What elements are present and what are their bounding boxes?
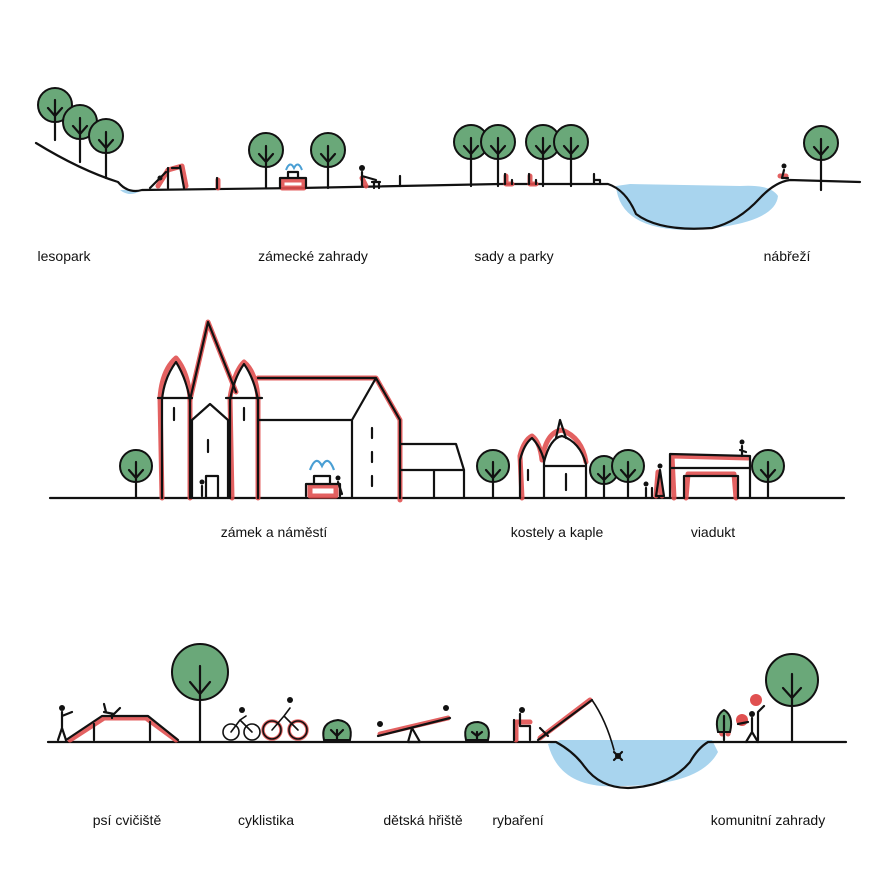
label-detska-hriste: dětská hřiště [383,812,463,828]
dog-training-icon [56,702,180,743]
label-kostely-a-kaple: kostely a kaple [510,524,604,540]
viaduct-icon [668,439,752,501]
tree [765,653,819,744]
castle-icon [156,319,466,503]
tree [62,104,98,164]
tree [88,118,124,180]
fishing-pond-water [548,740,718,787]
label-zamek-a-namesti: zámek a náměstí [220,524,328,540]
label-lesopark: lesopark [37,248,91,264]
row-3-landscape [46,643,848,790]
seesaw-icon [376,705,452,744]
tree [37,87,73,142]
ground-line-3 [46,740,848,790]
tree [171,643,229,744]
bush-icon [322,718,352,742]
label-psi-cviciste: psí cvičiště [92,812,162,828]
ground-line-1 [34,141,862,230]
label-zamecke-zahrady: zámecké zahrady [258,248,368,264]
label-sady-a-parky: sady a parky [474,248,554,264]
church-icon [517,418,589,501]
label-viadukt: viadukt [690,524,736,540]
cyclist-icon [222,707,261,741]
person-dog-icon [359,165,382,190]
tree [119,449,153,500]
label-cyklistika: cyklistika [237,812,295,828]
row-1-landscape [34,87,862,230]
tree [310,132,346,190]
fountain-icon [304,459,344,499]
fountain-icon [278,163,308,191]
tree [480,124,516,188]
slide-icon [148,163,189,190]
label-rybareni: rybaření [492,812,544,828]
tree [751,449,785,500]
cyclist-icon [261,697,309,741]
tree [453,124,489,188]
label-komunitni-zahrady: komunitní zahrady [710,812,826,828]
bench-icon [592,172,602,186]
tree [803,125,839,192]
row-2-landscape [48,319,846,503]
people-icon [643,463,666,500]
tree [248,132,284,190]
garden-icon [715,694,766,744]
pond-water [616,184,778,230]
bush-icon [464,720,490,742]
label-nabrezi: nábřeží [763,248,811,264]
tree [553,124,589,188]
tree [476,449,510,500]
fisherman-icon [512,697,624,762]
tree [611,449,645,500]
person-sitting-icon [777,163,790,180]
